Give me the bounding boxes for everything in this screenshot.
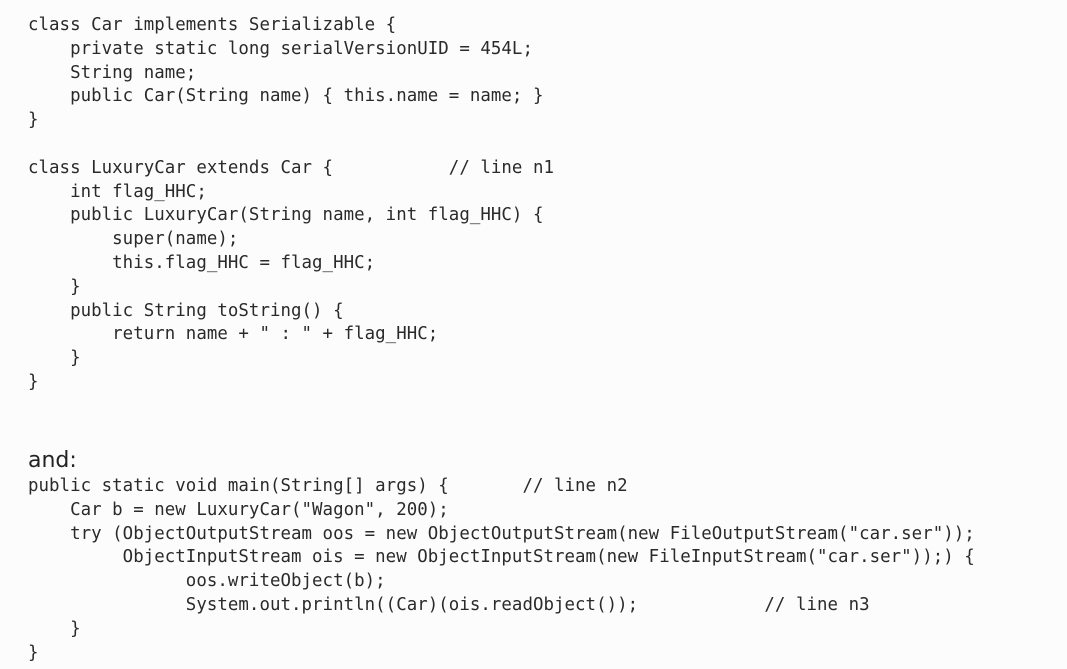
code-line: } [28, 348, 81, 369]
code-line: System.out.println((Car)(ois.readObject(… [28, 594, 870, 615]
main-method-code: public static void main(String[] args) {… [28, 475, 975, 665]
code-line: return name + " : " + flag_HHC; [28, 324, 439, 345]
code-line [28, 133, 554, 157]
code-line: Car b = new LuxuryCar("Wagon", 200); [28, 499, 449, 520]
code-line: String name; [28, 62, 197, 83]
code-line: private static long serialVersionUID = 4… [28, 38, 533, 59]
code-line: class Car implements Serializable { [28, 15, 397, 35]
code-line: this.flag_HHC = flag_HHC; [28, 252, 376, 273]
code-line: class LuxuryCar extends Car { // line n1 [28, 157, 555, 178]
code-line: } [28, 110, 39, 131]
code-line: try (ObjectOutputStream oos = new Object… [28, 523, 975, 544]
code-line: } [28, 642, 39, 663]
class-definitions-code: class Car implements Serializable { priv… [28, 14, 554, 395]
code-line: public static void main(String[] args) {… [28, 476, 628, 496]
code-line: } [28, 618, 81, 639]
code-line: } [28, 276, 81, 297]
code-line: oos.writeObject(b); [28, 571, 386, 592]
code-line: public Car(String name) { this.name = na… [28, 86, 544, 107]
code-line: } [28, 371, 39, 392]
connector-text: and: [28, 448, 77, 473]
code-line: public LuxuryCar(String name, int flag_H… [28, 205, 544, 226]
code-line: ObjectInputStream ois = new ObjectInputS… [28, 547, 975, 568]
code-line: super(name); [28, 229, 239, 250]
code-line: int flag_HHC; [28, 181, 207, 202]
code-line: public String toString() { [28, 300, 344, 321]
